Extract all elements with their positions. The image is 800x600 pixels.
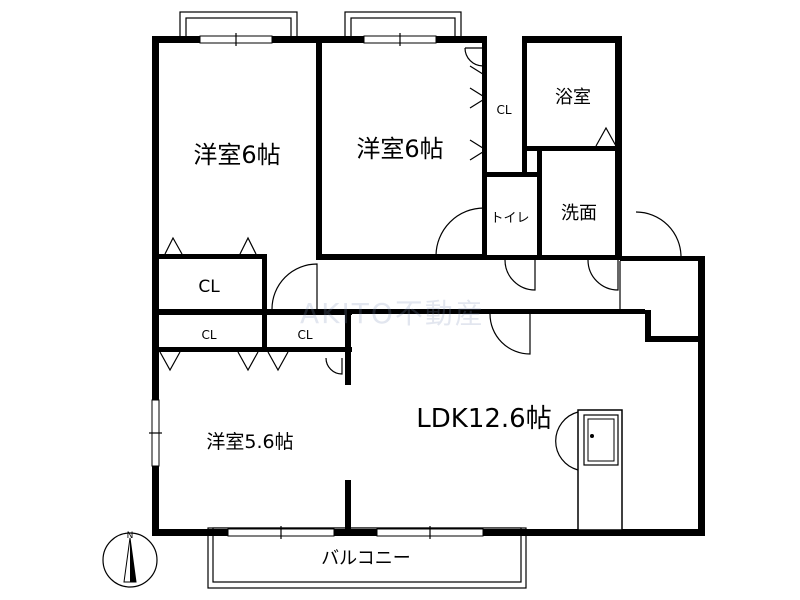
top-window-right — [344, 11, 462, 41]
room-label-western-nw: 洋室6帖 — [193, 141, 280, 169]
balcony-label: バルコニー — [321, 548, 411, 569]
room-label-washroom: 洗面 — [561, 203, 597, 224]
window-marks — [149, 33, 484, 539]
room-label-closet-small-left: CL — [201, 328, 216, 342]
watermark: AKITO不動産 — [300, 297, 485, 330]
interior-walls — [152, 36, 645, 536]
room-label-western-n: 洋室6帖 — [356, 135, 443, 163]
room-label-ldk: LDK12.6帖 — [416, 404, 551, 434]
room-label-closet-large: CL — [198, 277, 220, 297]
room-label-western-sw: 洋室5.6帖 — [206, 431, 293, 453]
door-swings — [271, 207, 682, 471]
compass: N — [102, 531, 158, 588]
room-label-closet-bath: CL — [496, 103, 511, 117]
top-window-left — [179, 11, 298, 41]
room-label-toilet: トイレ — [490, 211, 529, 226]
closet-folds — [159, 47, 617, 372]
room-label-bathroom: 浴室 — [555, 87, 591, 108]
compass-north-label: N — [127, 531, 134, 541]
balcony-outline — [207, 527, 527, 589]
room-label-closet-small-right: CL — [297, 328, 312, 342]
